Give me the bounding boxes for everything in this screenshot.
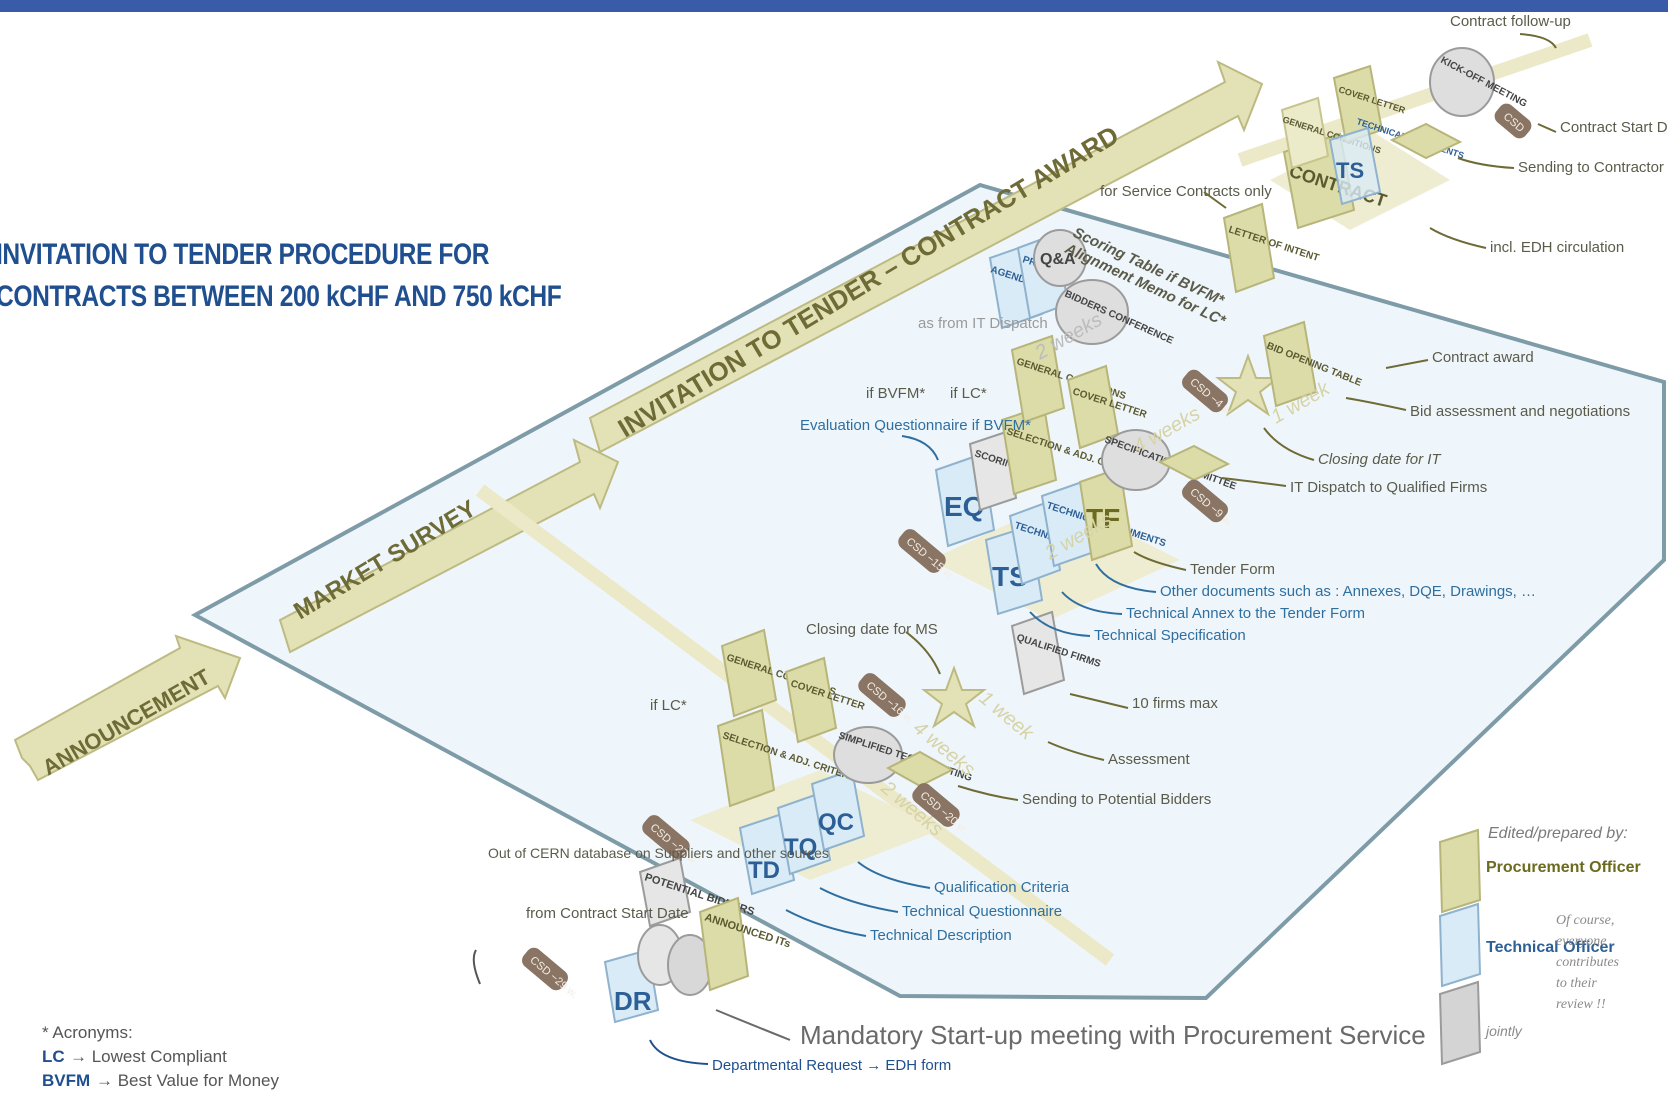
svg-text:Contract Start Date: Contract Start Date [1560,119,1668,136]
tq-label: TQ [784,834,817,861]
svg-text:Technical Questionnaire: Technical Questionnaire [902,903,1062,920]
svg-text:Closing date for IT: Closing date for IT [1318,451,1442,468]
acronym-lc: LC [42,1047,65,1066]
acronyms-heading: * Acronyms: [42,1023,133,1042]
tf-label: TF [1086,503,1120,534]
td-doc: TD [738,812,796,896]
svg-text:if LC*: if LC* [950,385,987,402]
svg-text:Technical Annex to the Tender: Technical Annex to the Tender Form [1126,605,1365,622]
svg-text:10 firms max: 10 firms max [1132,695,1218,712]
legend: Edited/prepared by: Procurement Officer … [1438,825,1641,1066]
svg-text:for Service Contracts only: for Service Contracts only [1100,183,1272,200]
ms-star [921,665,987,729]
svg-text:Mandatory Start-up meeting wit: Mandatory Start-up meeting with Procurem… [800,1020,1426,1050]
csd-badge: CSD [1494,103,1532,139]
svg-text:incl. EDH circulation: incl. EDH circulation [1490,239,1624,256]
svg-text:Sending to Potential Bidders: Sending to Potential Bidders [1022,791,1211,808]
legend-note: Of course, everyone contributes to their… [1556,913,1619,1012]
legend-swatch-procurement [1438,828,1482,914]
startup-meeting-bubble [637,924,713,996]
c-ts-label: TS [1336,158,1364,183]
svg-text:Technical Specification: Technical Specification [1094,627,1246,644]
qa-bubble: Q&A [1033,229,1087,287]
svg-text:Closing date for MS: Closing date for MS [806,621,938,638]
connector-arrows-blue [649,435,1157,1065]
svg-text:Technical Officer: Technical Officer [1486,939,1615,956]
qa-label: Q&A [1040,251,1076,268]
legend-heading: Edited/prepared by: [1488,825,1628,842]
ms-envelope [885,750,955,788]
csd-29-badge: CSD −29 w. [522,947,580,1001]
dr-label: DR [614,986,652,1016]
acronym-lc-value: → Lowest Compliant [70,1047,227,1066]
itt-envelope [1157,444,1231,482]
legend-procurement-officer: Procurement Officer [1486,859,1641,876]
legend-technical-officer: Technical Officer [1486,939,1615,956]
svg-text:if BVFM*: if BVFM* [866,385,925,402]
svg-text:Assessment: Assessment [1108,751,1191,768]
title-line-1: INVITATION TO TENDER PROCEDURE FOR [0,238,490,271]
td-label: TD [748,857,780,884]
qc-label: QC [818,809,854,836]
svg-text:Sending to Contractor: Sending to Contractor [1518,159,1664,176]
svg-text:as from IT Dispatch: as from IT Dispatch [918,315,1048,332]
svg-text:Other documents such as : Anne: Other documents such as : Annexes, DQE, … [1160,583,1536,600]
qc-doc: QC [810,768,866,852]
svg-text:Contract follow-up: Contract follow-up [1450,13,1571,30]
svg-text:if LC*: if LC* [650,697,687,714]
svg-text:Contract award: Contract award [1432,349,1534,366]
svg-text:Procurement Officer: Procurement Officer [1486,859,1641,876]
legend-jointly: jointly [1484,1023,1523,1039]
top-banner [0,0,1668,12]
legend-swatch-jointly [1438,980,1482,1066]
svg-text:IT Dispatch to Qualified Firms: IT Dispatch to Qualified Firms [1290,479,1487,496]
svg-text:Departmental Request → EDH for: Departmental Request → EDH form [712,1057,951,1074]
acronym-bvfm-value: → Best Value for Money [96,1071,279,1090]
legend-note-container: Of course, everyone contributes to their… [1556,913,1619,1012]
title-line-2: CONTRACTS BETWEEN 200 kCHF AND 750 kCHF [0,280,562,313]
svg-text:CSD −29 w.: CSD −29 w. [527,954,579,1001]
svg-text:Bid assessment and negotiation: Bid assessment and negotiations [1410,403,1630,420]
svg-text:Qualification Criteria: Qualification Criteria [934,879,1070,896]
acronyms: * Acronyms: LC → Lowest Compliant BVFM →… [42,1023,279,1090]
connector-arrows [472,33,1557,1041]
acronym-bvfm: BVFM [42,1071,90,1090]
svg-text:Tender Form: Tender Form [1190,561,1275,578]
svg-text:Technical Description: Technical Description [870,927,1012,944]
svg-text:Out of CERN database on Suppli: Out of CERN database on Suppliers and ot… [488,845,829,861]
kickoff-bubble: KICK-OFF MEETING [1429,47,1529,117]
svg-text:Evaluation Questionnaire if BV: Evaluation Questionnaire if BVFM* [800,417,1031,434]
svg-text:from Contract Start Date: from Contract Start Date [526,905,689,922]
contract-envelope [1389,122,1463,160]
legend-swatch-technical [1438,902,1482,988]
announcement-arrow: ANNOUNCEMENT [13,634,242,782]
annotations-right: Contract follow-up Contract Start Date S… [488,13,1668,1074]
